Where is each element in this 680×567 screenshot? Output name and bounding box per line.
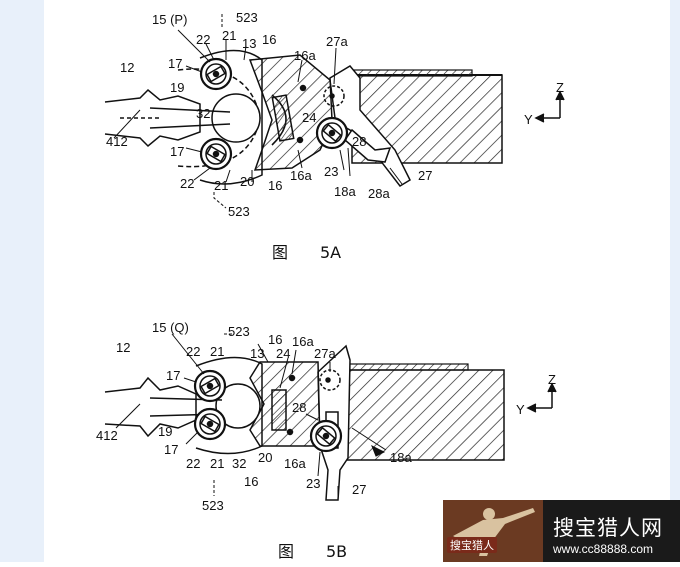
fig5b-label-24: 24	[276, 346, 290, 361]
fig5a-label-23: 23	[324, 164, 338, 179]
fig5a-label-22-bottom: 22	[180, 176, 194, 191]
fig5a-label-21: 21	[222, 28, 236, 43]
fig5b-label-523-top: 523	[228, 324, 250, 339]
fig5a-axes	[534, 90, 565, 123]
watermark-title: 搜宝猎人网	[553, 516, 663, 540]
fig5b-label-21-bottom: 21	[210, 456, 224, 471]
fig5b-label-28: 28	[292, 400, 306, 415]
fig5b-label-18a: 18a	[390, 450, 412, 465]
fig5b-roller-bottom	[193, 407, 227, 441]
fig5a-label-412: 412	[106, 134, 128, 149]
fig5a-label-523-bottom: 523	[228, 204, 250, 219]
fig5b-caption: 图 5B	[278, 542, 347, 561]
fig5a-label-20: 20	[240, 174, 254, 189]
fig5b-axes	[526, 382, 557, 413]
fig5b-label-27a: 27a	[314, 346, 336, 361]
figure-5b-labels: 15 (Q) 523 16 16a 22 21 13 24 27a 12 17 …	[96, 320, 556, 561]
fig5a-body-16	[248, 54, 336, 171]
figure-5a	[104, 14, 565, 209]
fig5a-label-18a: 18a	[334, 184, 356, 199]
fig5b-label-21: 21	[210, 344, 224, 359]
fig5a-label-22: 22	[196, 32, 210, 47]
fig5b-label-16a-top: 16a	[292, 334, 314, 349]
fig5b-label-13: 13	[250, 346, 264, 361]
fig5b-label-17-top: 17	[166, 368, 180, 383]
fig5b-label-19: 19	[158, 424, 172, 439]
fig5b-axis-y: Y	[516, 402, 525, 417]
fig5b-base-block	[345, 369, 505, 461]
fig5a-label-523-top: 523	[236, 10, 258, 25]
fig5b-roller-top	[193, 369, 227, 403]
fig5a-roller-23	[315, 116, 349, 150]
figure-5b	[104, 333, 557, 501]
fig5a-axis-y: Y	[524, 112, 533, 127]
fig5b-label-16-top: 16	[268, 332, 282, 347]
fig5b-label-15: 15 (Q)	[152, 320, 189, 335]
watermark-badge: 搜宝猎人	[447, 537, 497, 553]
fig5b-label-32: 32	[232, 456, 246, 471]
right-border-strip	[670, 0, 680, 562]
watermark-url: www.cc88888.com	[553, 542, 654, 556]
fig5a-part-24	[271, 94, 295, 142]
fig5a-roller-bottom	[199, 137, 233, 171]
fig5a-roller-top	[199, 57, 233, 91]
fig5a-label-28: 28	[352, 134, 366, 149]
fig5b-roller-23	[309, 419, 343, 453]
fig5b-label-16-bottom: 16	[244, 474, 258, 489]
figure-5a-labels: 15 (P) 523 22 21 13 16 17 12 19 32 412 1…	[106, 10, 564, 262]
fig5a-label-24: 24	[302, 110, 316, 125]
fig5b-label-27: 27	[352, 482, 366, 497]
fig5a-label-16a-top: 16a	[294, 48, 316, 63]
fig5b-label-22-bottom: 22	[186, 456, 200, 471]
fig5a-label-17-top: 17	[168, 56, 182, 71]
fig5a-label-16-top: 16	[262, 32, 276, 47]
fig5a-caption: 图 5A	[272, 243, 341, 262]
fig5b-label-22: 22	[186, 344, 200, 359]
fig5b-label-20: 20	[258, 450, 272, 465]
fig5b-axis-z: Z	[548, 372, 556, 387]
fig5a-label-19: 19	[170, 80, 184, 95]
fig5b-probe-12	[104, 376, 197, 438]
fig5a-label-32: 32	[196, 106, 210, 121]
fig5a-label-12: 12	[120, 60, 134, 75]
fig5a-axis-z: Z	[556, 80, 564, 95]
fig5a-label-28a: 28a	[368, 186, 390, 201]
fig5a-label-21-bottom: 21	[214, 178, 228, 193]
fig5b-label-16a-bottom: 16a	[284, 456, 306, 471]
fig5b-label-23: 23	[306, 476, 320, 491]
fig5b-label-523-bottom: 523	[202, 498, 224, 513]
fig5a-probe-12	[104, 88, 201, 148]
fig5a-label-16a-bottom: 16a	[290, 168, 312, 183]
fig5a-label-13: 13	[242, 36, 256, 51]
fig5b-label-412: 412	[96, 428, 118, 443]
fig5a-label-17-bottom: 17	[170, 144, 184, 159]
left-border-strip	[0, 0, 44, 562]
fig5a-label-27: 27	[418, 168, 432, 183]
fig5b-label-12: 12	[116, 340, 130, 355]
fig5b-label-17-bottom: 17	[164, 442, 178, 457]
fig5a-label-15: 15 (P)	[152, 12, 187, 27]
fig5b-part-24	[271, 389, 287, 431]
fig5a-label-27a: 27a	[326, 34, 348, 49]
fig5a-label-16-bottom: 16	[268, 178, 282, 193]
